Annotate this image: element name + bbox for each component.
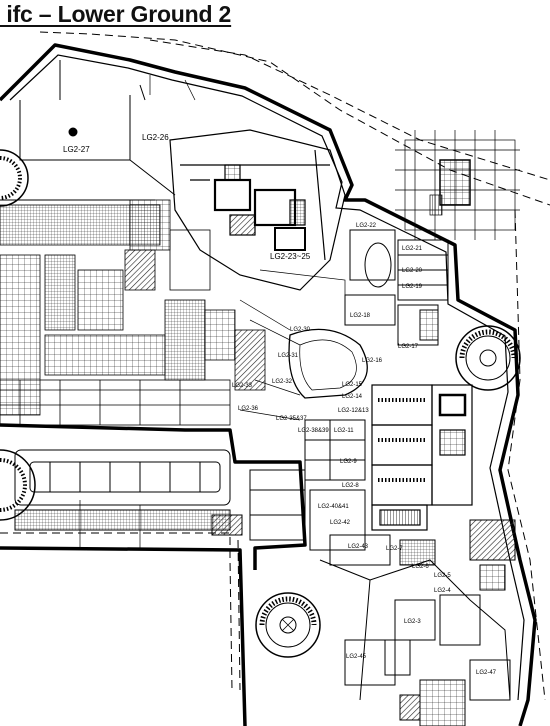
unit-label: LG2-19	[402, 284, 423, 290]
unit-label: LG2-4	[434, 588, 451, 594]
unit-label: LG2-31	[278, 353, 299, 359]
unit-label: LG2-6	[412, 564, 429, 570]
page-title: i ifc – Lower Ground 2	[0, 1, 232, 27]
unit-labels: LG2-27 LG2-26 LG2-22 LG2-21 LG2-20 LG2-1…	[63, 133, 497, 676]
parking-area	[14, 449, 243, 536]
unit-label: LG2-3	[404, 619, 421, 625]
unit-label: LG2-16	[362, 358, 383, 364]
top-left-rooms	[0, 60, 176, 201]
unit-label: LG2-23~25	[270, 252, 311, 261]
unit-label: LG2-40&41	[318, 504, 349, 510]
unit-label: LG2-35&37	[276, 416, 307, 422]
bottom-right-units	[319, 559, 511, 726]
unit-label: LG2-14	[342, 394, 363, 400]
left-atria	[0, 149, 36, 521]
unit-label: LG2-47	[476, 670, 497, 676]
lower-units	[249, 419, 516, 591]
unit-label: LG2-27	[63, 145, 90, 154]
unit-label: LG2-20	[402, 268, 423, 274]
unit-label: LG2-43	[348, 544, 369, 550]
external-structure	[395, 130, 520, 240]
central-atrium	[288, 328, 368, 399]
unit-label: LG2-17	[398, 344, 419, 350]
unit-label: LG2-21	[402, 246, 423, 252]
unit-label: LG2-45	[346, 654, 367, 660]
right-shops	[344, 229, 449, 346]
unit-label: LG2-32	[272, 379, 293, 385]
unit-label: LG2-11	[334, 428, 354, 434]
unit-label: LG2-42	[330, 520, 351, 526]
left-interior	[0, 199, 266, 426]
unit-label: LG2-12&13	[338, 408, 369, 414]
unit-label: LG2-8	[342, 483, 359, 489]
inner-outline	[9, 54, 525, 701]
cinema-halls	[371, 384, 473, 531]
right-atrium	[455, 325, 521, 391]
unit-label: LG2-9	[340, 459, 357, 465]
unit-label: LG2-7	[386, 546, 403, 552]
unit-label: LG2-18	[350, 313, 371, 319]
lower-atrium	[255, 592, 321, 658]
unit-label: LG2-36	[238, 406, 259, 412]
unit-label: LG2-30	[290, 327, 311, 333]
unit-label: LG2-26	[142, 133, 169, 142]
unit-label: LG2-15	[342, 382, 363, 388]
central-upper-block	[169, 129, 346, 291]
corridors	[79, 75, 346, 550]
unit-label: LG2-22	[356, 223, 377, 229]
unit-label: LG2-5	[434, 573, 451, 579]
unit-label: LG2-38&39	[298, 428, 329, 434]
unit-label: LG2-33	[232, 383, 253, 389]
